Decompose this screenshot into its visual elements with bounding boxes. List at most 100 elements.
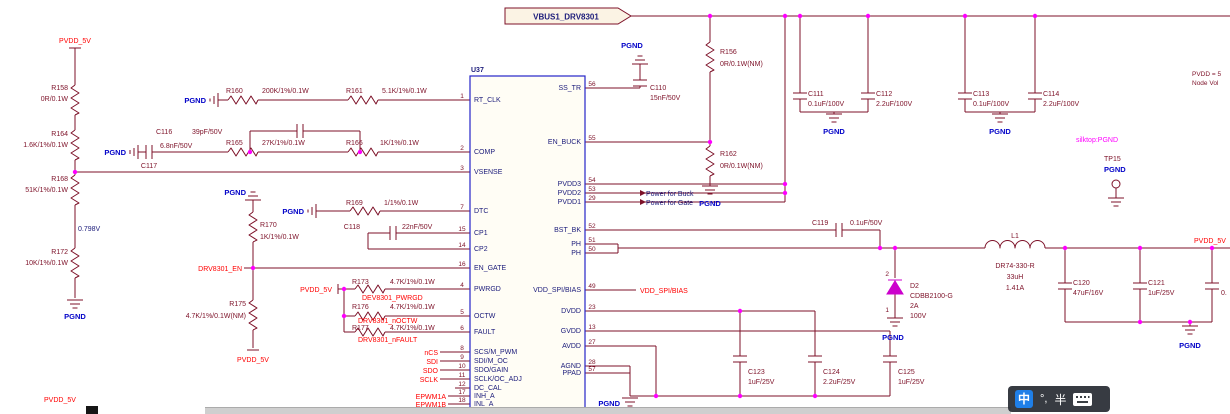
- ref-R158: R158: [51, 85, 68, 92]
- horizontal-scrollbar[interactable]: [205, 407, 1011, 414]
- capacitor-C118[interactable]: [389, 226, 397, 240]
- net-label-pwrgd[interactable]: DEV8301_PWRGD: [362, 295, 423, 302]
- capacitor-C111[interactable]: [793, 92, 807, 100]
- diode-D2[interactable]: [886, 279, 904, 295]
- port-label[interactable]: VBUS1_DRV8301: [533, 13, 599, 22]
- pin-name: PVDD1: [558, 199, 581, 206]
- ground-net-pgnd[interactable]: PGND: [621, 41, 643, 50]
- ground-net-pgnd[interactable]: PGND: [224, 188, 246, 197]
- resistor-R164[interactable]: [70, 129, 80, 161]
- power-net-pvdd5v[interactable]: PVDD_5V: [300, 287, 332, 294]
- capacitor-C122[interactable]: [1205, 282, 1219, 290]
- power-net-pvdd5v[interactable]: PVDD_5V: [1194, 238, 1226, 245]
- testpoint-net[interactable]: PGND: [1104, 165, 1126, 174]
- resistor-R173[interactable]: [354, 284, 386, 294]
- capacitor-C119[interactable]: [835, 223, 843, 237]
- wires-left[interactable]: [69, 47, 470, 405]
- capacitor-C114[interactable]: [1028, 92, 1042, 100]
- capacitor-C113[interactable]: [958, 92, 972, 100]
- capacitor-C123[interactable]: [733, 355, 747, 363]
- pin-number: 7: [460, 204, 464, 211]
- pin-name: RT_CLK: [474, 97, 501, 104]
- ime-punctuation-button[interactable]: °,: [1040, 393, 1048, 405]
- ref-C125: C125: [898, 369, 915, 376]
- resistor-R177[interactable]: [354, 327, 386, 337]
- net-label-epwm1b[interactable]: EPWM1B: [416, 402, 447, 409]
- resistor-R169[interactable]: [349, 206, 381, 216]
- net-label-vdd-spi-bias[interactable]: VDD_SPI/BIAS: [640, 288, 688, 295]
- power-net-pvdd5v[interactable]: PVDD_5V: [59, 38, 91, 45]
- val-R162: 0R/0.1W(NM): [720, 163, 763, 170]
- capacitor-C124[interactable]: [808, 355, 822, 363]
- ground-net-pgnd[interactable]: PGND: [823, 127, 845, 136]
- resistor-R165[interactable]: [227, 147, 259, 157]
- net-label-sdi[interactable]: SDI: [426, 359, 438, 366]
- pin-number: 27: [588, 339, 596, 346]
- ime-toolbar[interactable]: 中 °, 半: [1008, 386, 1110, 412]
- resistor-R160[interactable]: [227, 95, 259, 105]
- net-label-sclk[interactable]: SCLK: [420, 377, 439, 384]
- ime-width-button[interactable]: 半: [1054, 392, 1067, 407]
- net-label-ncs[interactable]: nCS: [424, 350, 438, 357]
- net-label-drv8301-en[interactable]: DRV8301_EN: [198, 266, 242, 273]
- ime-language-button[interactable]: 中: [1015, 390, 1033, 408]
- pin-number: 14: [458, 242, 466, 249]
- net-label-nfault[interactable]: DRV8301_nFAULT: [358, 337, 418, 344]
- ground-net-pgnd[interactable]: PGND: [104, 148, 126, 157]
- pin-name: VDD_SPI/BIAS: [533, 287, 581, 294]
- pin-number: 50: [588, 246, 596, 253]
- resistor-R172[interactable]: [70, 247, 80, 279]
- resistor-R162[interactable]: [705, 145, 715, 177]
- ref-R164: R164: [51, 131, 68, 138]
- inductor-L1[interactable]: [984, 240, 1046, 249]
- capacitor-C116[interactable]: [296, 124, 304, 138]
- junction-dots: [72, 13, 1215, 399]
- net-label-sdo[interactable]: SDO: [423, 368, 439, 375]
- pin-name: CP1: [474, 230, 488, 237]
- diode-pin-2: 2: [885, 271, 889, 278]
- resistor-R156[interactable]: [705, 41, 715, 73]
- capacitor-C120[interactable]: [1058, 282, 1072, 290]
- capacitor-C112[interactable]: [861, 92, 875, 100]
- resistor-R161[interactable]: [347, 95, 379, 105]
- resistor-R168[interactable]: [70, 174, 80, 206]
- pin-number: 12: [458, 381, 466, 388]
- capacitor-C117[interactable]: [145, 145, 153, 159]
- capacitor-C121[interactable]: [1133, 282, 1147, 290]
- power-net-pvdd5v[interactable]: PVDD_5V: [44, 397, 76, 404]
- capacitor-C125[interactable]: [883, 355, 897, 363]
- val-C123: 1uF/25V: [748, 379, 775, 386]
- capacitor-C110[interactable]: [633, 79, 647, 87]
- resistor-R175[interactable]: [248, 299, 258, 331]
- val1-L1: 33uH: [1007, 274, 1024, 281]
- ground-net-pgnd[interactable]: PGND: [64, 312, 86, 321]
- ground-net-pgnd[interactable]: PGND: [1179, 341, 1201, 350]
- pin-number: 18: [458, 397, 466, 404]
- note-feedback-voltage: 0.798V: [78, 226, 101, 233]
- ground-net-pgnd[interactable]: PGND: [282, 207, 304, 216]
- resistor-R176[interactable]: [354, 311, 386, 321]
- pin-name: AVDD: [562, 343, 581, 350]
- pin-name: OCTW: [474, 313, 496, 320]
- port-vbus[interactable]: [504, 7, 632, 25]
- power-net-pvdd5v[interactable]: PVDD_5V: [237, 357, 269, 364]
- testpoint-TP15[interactable]: [1111, 179, 1121, 189]
- net-label-epwm1a[interactable]: EPWM1A: [416, 394, 447, 401]
- chip-u37[interactable]: [469, 75, 586, 414]
- resistor-R158[interactable]: [70, 84, 80, 116]
- resistor-R166[interactable]: [347, 147, 379, 157]
- ground-net-pgnd[interactable]: PGND: [989, 127, 1011, 136]
- pin-number: 53: [588, 186, 596, 193]
- ground-net-pgnd[interactable]: PGND: [598, 399, 620, 408]
- net-label-noctw[interactable]: DRV8301_nOCTW: [358, 318, 418, 325]
- ground-net-pgnd[interactable]: PGND: [699, 199, 721, 208]
- ref-R165: R165: [226, 140, 243, 147]
- ground-net-pgnd[interactable]: PGND: [882, 333, 904, 342]
- ime-keyboard-icon[interactable]: [1073, 392, 1093, 406]
- wires-right[interactable]: [585, 15, 1230, 397]
- val-C114: 2.2uF/100V: [1043, 101, 1080, 108]
- resistor-R170[interactable]: [248, 211, 258, 243]
- val-R169: 1/1%/0.1W: [384, 200, 419, 207]
- ground-net-pgnd[interactable]: PGND: [184, 96, 206, 105]
